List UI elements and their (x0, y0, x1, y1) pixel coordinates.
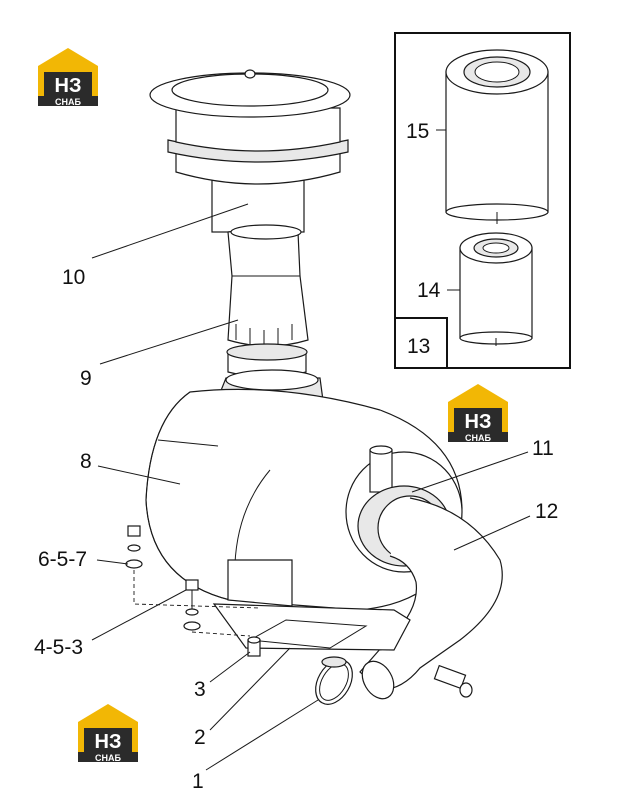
mounting-bolt (247, 636, 261, 657)
callout-12: 12 (535, 500, 558, 523)
safety-filter-element (459, 232, 533, 346)
brand-logo-middle-right: НЗ СНАБ (448, 384, 508, 443)
inset-number-box (394, 317, 448, 369)
callout-4-5-3: 4-5-3 (34, 636, 83, 659)
hose-clamp (315, 656, 353, 705)
logo-word: СНАБ (465, 433, 491, 443)
logo-mark: НЗ (95, 731, 122, 753)
logo-word: СНАБ (55, 97, 81, 107)
callout-13: 13 (407, 335, 430, 358)
bolt-washer-nut-set-lower (183, 579, 251, 637)
callout-14: 14 (417, 279, 441, 302)
callout-8: 8 (80, 450, 92, 473)
leader-lines (91, 203, 531, 771)
callout-1: 1 (192, 770, 204, 793)
precleaner-cap (149, 69, 351, 233)
intake-pipe (226, 224, 309, 378)
mounting-bracket (212, 559, 411, 651)
callout-10: 10 (62, 266, 85, 289)
callout-6-5-7: 6-5-7 (38, 548, 87, 571)
filter-elements-inset (394, 32, 571, 369)
callout-3: 3 (194, 678, 206, 701)
callout-2: 2 (194, 726, 206, 749)
logo-mark: НЗ (55, 75, 82, 97)
logo-word: СНАБ (95, 753, 121, 763)
brand-logo-bottom-left: НЗ СНАБ (78, 704, 138, 763)
logo-mark: НЗ (465, 411, 492, 433)
callout-15: 15 (406, 120, 429, 143)
main-filter-element (445, 49, 549, 224)
callout-11: 11 (532, 437, 554, 460)
callout-9: 9 (80, 367, 92, 390)
brand-logo-top-left: НЗ СНАБ (38, 48, 98, 107)
